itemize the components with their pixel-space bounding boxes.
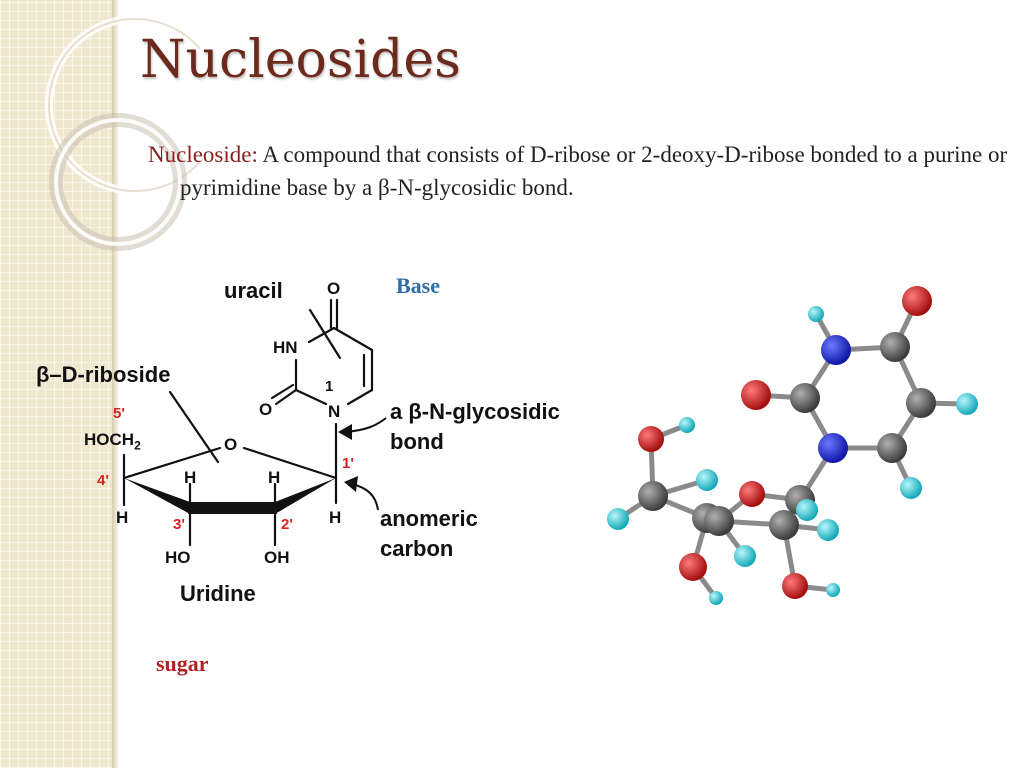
position-2-prime: 2' — [281, 516, 293, 533]
uridine-name: Uridine — [180, 581, 256, 606]
uracil-position-1: 1 — [325, 378, 334, 395]
definition-paragraph: Nucleoside: A compound that consists of … — [148, 138, 1024, 204]
hydrogen-c4-down: H — [116, 508, 129, 527]
riboside-label: β–D-riboside — [36, 362, 171, 387]
anomeric-carbon-label-line1: anomeric — [380, 506, 478, 531]
hydrogen-c2-up: H — [268, 468, 281, 487]
definition-term: Nucleoside: — [148, 142, 258, 167]
hydrogen-c1-down: H — [329, 508, 342, 527]
glycosidic-bond-label-line2: bond — [390, 429, 444, 454]
position-3-prime: 3' — [173, 516, 185, 533]
position-1-prime: 1' — [342, 455, 354, 472]
decorative-rings — [45, 15, 200, 251]
hydroxyl-c3: HO — [165, 548, 191, 567]
uracil-label: uracil — [224, 278, 283, 303]
base-label: Base — [396, 273, 440, 298]
sidebar-edge — [112, 0, 118, 768]
hydroxyl-c2: OH — [264, 548, 290, 567]
anomeric-carbon-label-line2: carbon — [380, 536, 454, 561]
uracil-n1: N — [328, 402, 341, 421]
hoch2-text: HOCH — [84, 430, 135, 449]
uracil-oxygen-left: O — [259, 400, 273, 419]
uracil-nh: HN — [273, 338, 298, 357]
sugar-label: sugar — [156, 651, 209, 676]
hoch2-subscript: 2 — [134, 438, 141, 453]
position-5-prime: 5' — [113, 405, 125, 422]
slide-title: Nucleosides — [140, 30, 461, 90]
uracil-oxygen-top: O — [327, 279, 341, 298]
definition-text: A compound that consists of D-ribose or … — [180, 142, 1008, 200]
hoch2-group: HOCH2 — [84, 430, 141, 452]
glycosidic-bond-label-line1: a β-N-glycosidic — [390, 399, 560, 424]
hydrogen-c4-up: H — [184, 468, 197, 487]
position-4-prime: 4' — [97, 472, 109, 489]
ring-oxygen: O — [224, 435, 238, 454]
